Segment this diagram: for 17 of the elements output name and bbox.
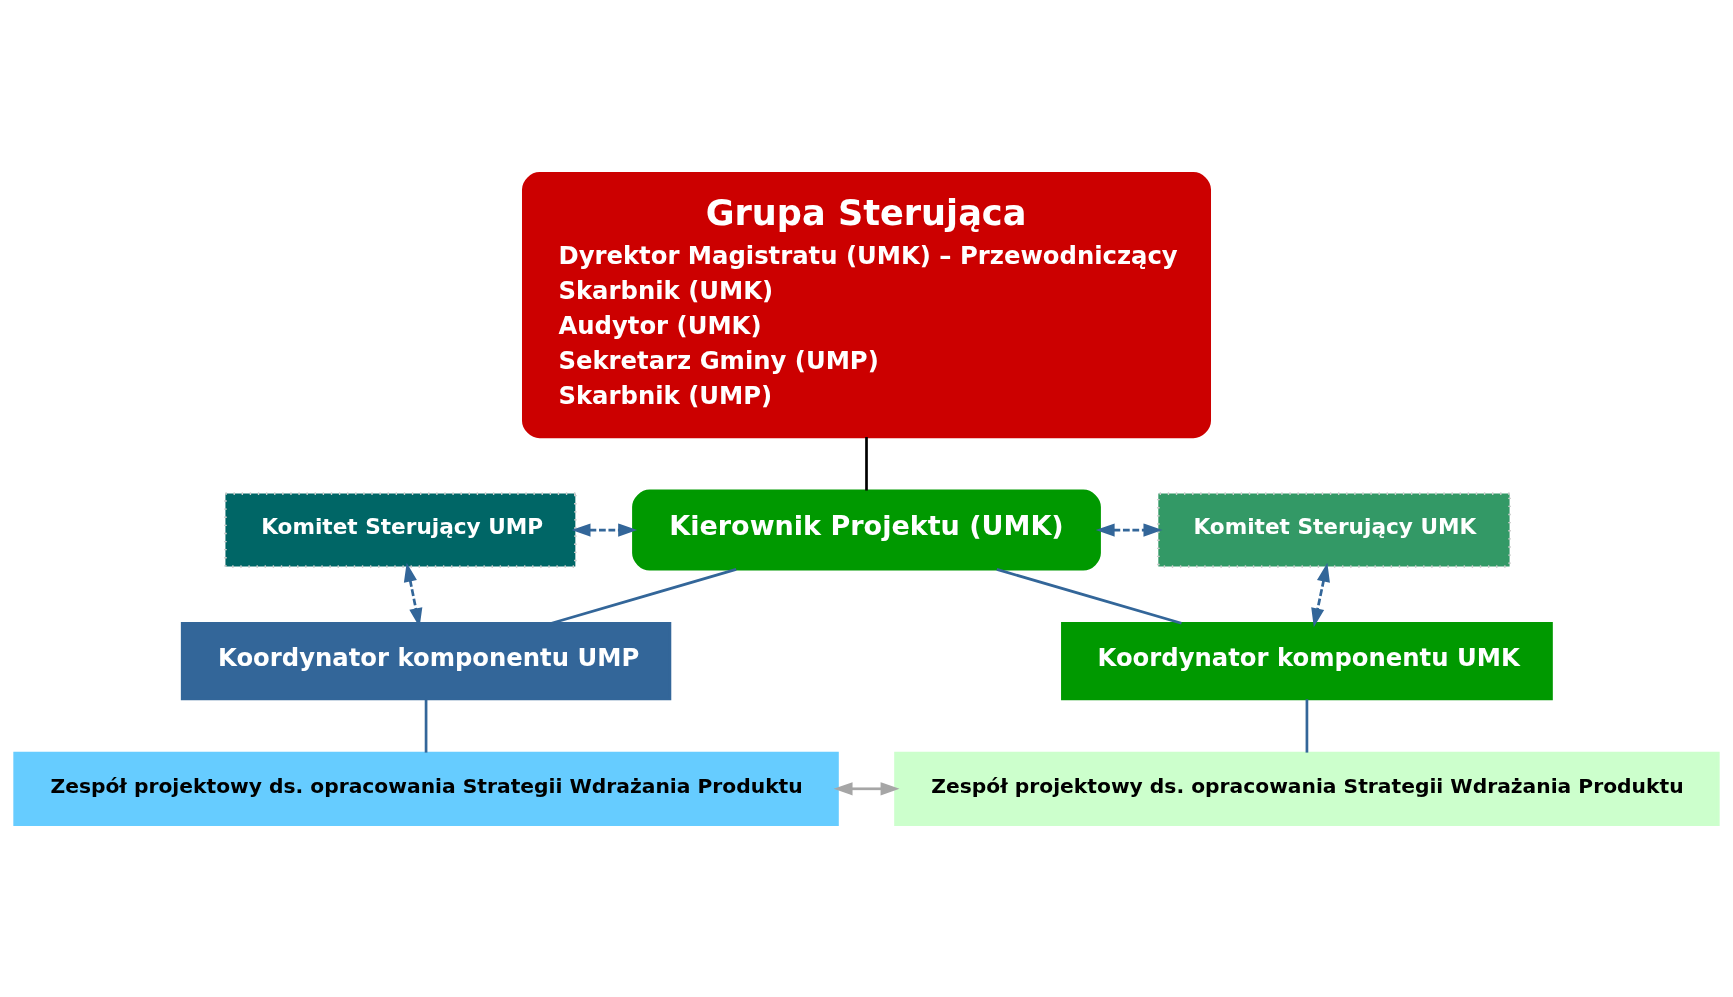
arrow	[1095, 522, 1163, 537]
arrow	[1311, 562, 1330, 627]
connector	[865, 436, 868, 490]
node-box: Koordynator komponentu UMK	[1061, 621, 1553, 700]
arrow	[571, 522, 638, 537]
node-box: Zespół projektowy ds. opracowania Strategii Wdrażania Produktu	[13, 751, 839, 826]
node-box: Grupa Sterująca Dyrektor Magistratu (UMK) – Przewodniczący Skarbnik (UMK) Audytor (UMK) Sekretarz Gminy (UMP) Skarbnik (UMP)	[522, 171, 1211, 438]
connector	[1305, 698, 1309, 753]
connector	[551, 567, 737, 624]
connector	[424, 698, 428, 753]
node-box: Koordynator komponentu UMP	[180, 621, 672, 700]
node-box: Kierownik Projektu (UMK)	[632, 489, 1101, 571]
connector	[996, 567, 1182, 624]
arrow	[833, 781, 900, 795]
node-box: Zespół projektowy ds. opracowania Strategii Wdrażania Produktu	[894, 751, 1720, 826]
node-box: Komitet Sterujący UMK	[1156, 491, 1511, 568]
node-box: Komitet Sterujący UMP	[224, 491, 577, 568]
